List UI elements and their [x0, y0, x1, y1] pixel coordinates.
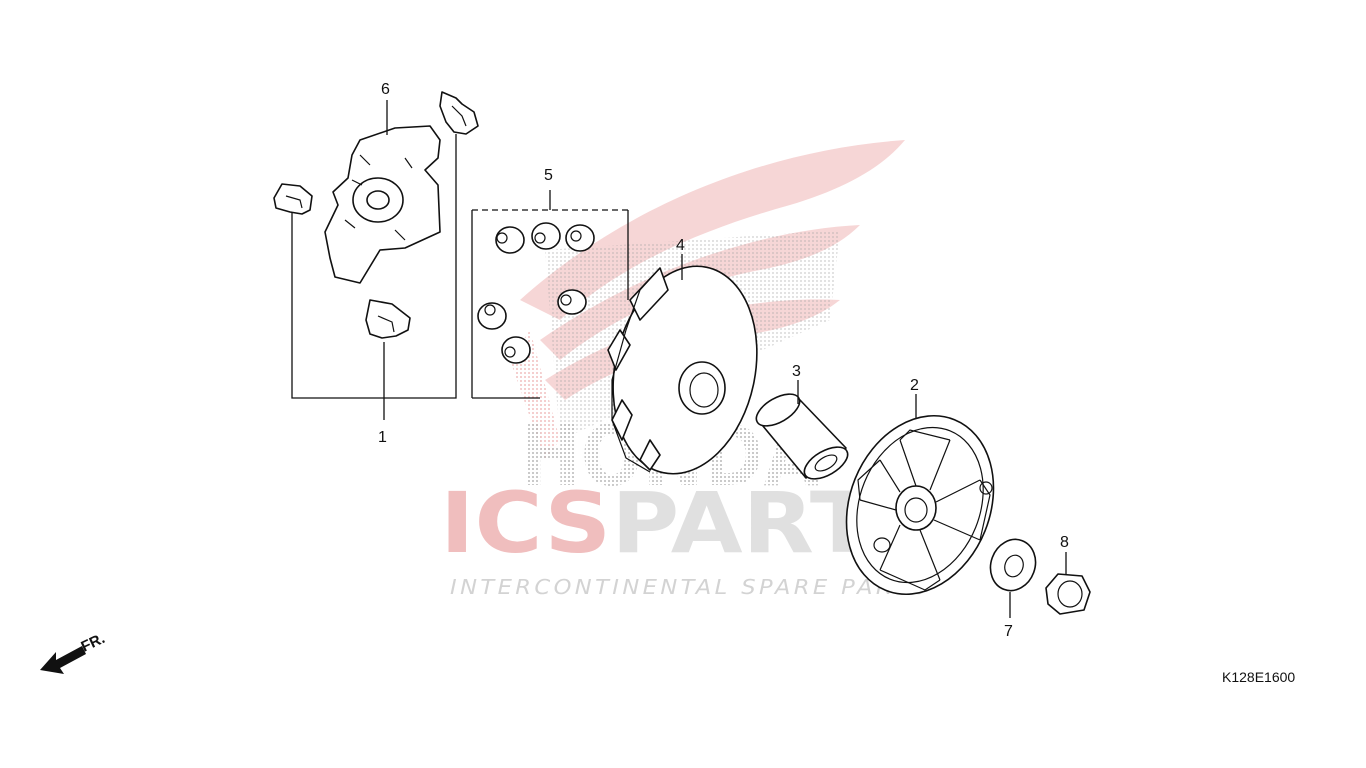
part-rollers [471, 190, 629, 399]
bracket-part-1 [291, 134, 457, 399]
callout-5: 5 [544, 167, 553, 184]
part-washer [989, 538, 1037, 592]
part-collar [755, 393, 849, 480]
front-direction-marker: FR. [40, 630, 108, 674]
part-ramp-plate [324, 125, 441, 284]
watermark-tagline: INTERCONTINENTAL SPARE PARTS [450, 575, 930, 599]
callout-8: 8 [1060, 534, 1069, 551]
callout-4: 4 [676, 237, 685, 254]
callout-3: 3 [792, 363, 801, 380]
part-nut [1045, 573, 1091, 615]
roller-3 [495, 226, 525, 254]
roller-1 [531, 222, 561, 250]
part-movable-drive-face [607, 265, 758, 475]
callout-1: 1 [378, 429, 387, 446]
roller-4 [557, 289, 587, 315]
slider-top-right [439, 91, 479, 135]
watermark-brand-red: ICS [440, 474, 611, 572]
arrow-icon [40, 646, 86, 674]
slider-bottom [365, 299, 411, 339]
callout-7: 7 [1004, 623, 1013, 640]
callout-6: 6 [381, 81, 390, 98]
roller-6 [501, 336, 531, 364]
roller-2 [565, 224, 595, 252]
part-drive-face [845, 414, 995, 596]
slider-left [273, 183, 313, 215]
front-label: FR. [79, 630, 108, 656]
callout-2: 2 [910, 377, 919, 394]
roller-5 [477, 302, 507, 330]
drawing-code: K128E1600 [1222, 669, 1295, 685]
